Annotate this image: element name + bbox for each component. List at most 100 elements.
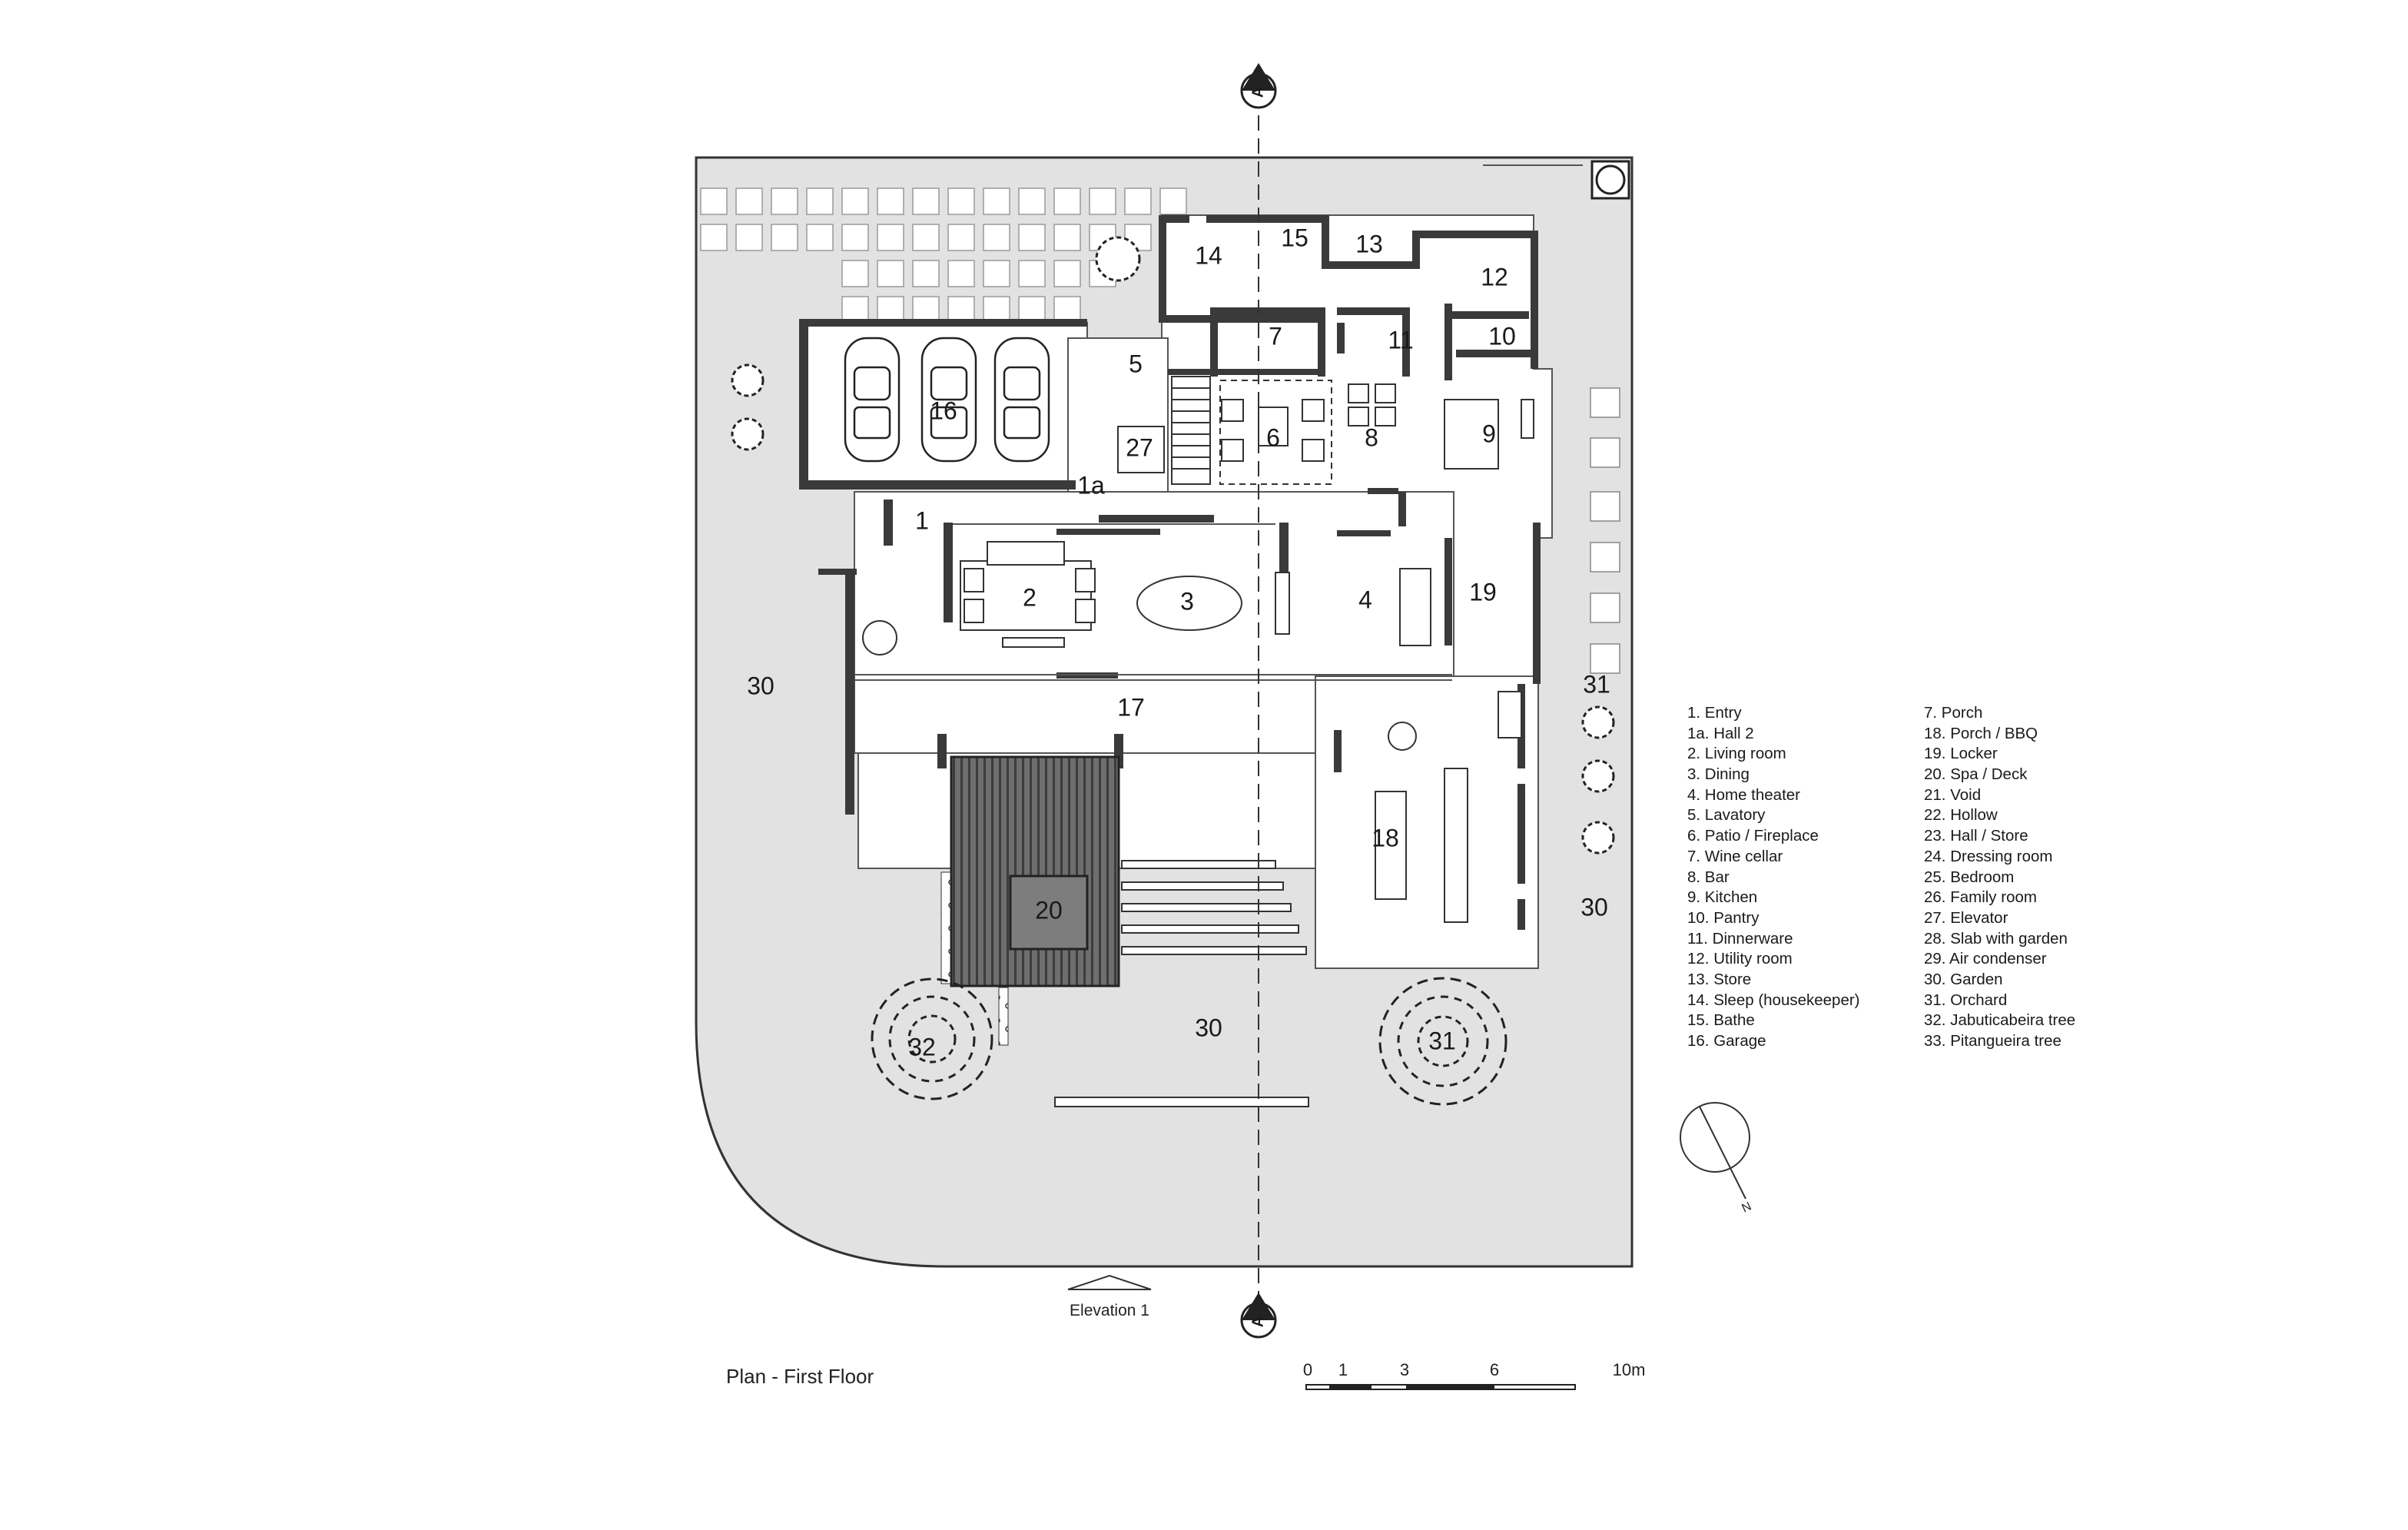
bbq-table — [1375, 691, 1522, 923]
legend-item: 1. Entry — [1687, 704, 1742, 722]
svg-text:N: N — [1740, 1200, 1754, 1215]
legend-item: 25. Bedroom — [1924, 868, 2015, 886]
svg-text:3: 3 — [1400, 1360, 1409, 1379]
garage-cars — [844, 337, 1050, 463]
legend-item: 31. Orchard — [1924, 991, 2008, 1009]
room-label-16: 16 — [930, 397, 957, 424]
tree-orchard — [1378, 977, 1507, 1106]
kitchen-island — [1444, 399, 1534, 470]
car-3 — [993, 337, 1050, 463]
room-label-30-left: 30 — [747, 672, 774, 699]
north-arrow: N — [1680, 1102, 1754, 1216]
legend-item: 4. Home theater — [1687, 785, 1800, 804]
car-1 — [844, 337, 901, 463]
room-label-14: 14 — [1195, 241, 1222, 269]
room-label-7: 7 — [1269, 322, 1282, 350]
legend-item: 30. Garden — [1924, 970, 2003, 988]
svg-text:Elevation 1: Elevation 1 — [1070, 1302, 1149, 1319]
stairs — [1117, 376, 1211, 485]
room-label-30-bottom: 30 — [1195, 1014, 1222, 1041]
section-marker-bottom: A — [1240, 1293, 1277, 1339]
legend-item: 14. Sleep (housekeeper) — [1687, 991, 1860, 1009]
legend-item: 24. Dressing room — [1924, 847, 2053, 865]
legend-item: 32. Jabuticabeira tree — [1924, 1011, 2076, 1030]
room-label-18: 18 — [1371, 824, 1399, 851]
round-tank — [1590, 160, 1630, 200]
legend-item: 15. Bathe — [1687, 1011, 1755, 1030]
legend-item: 23. Hall / Store — [1924, 827, 2028, 845]
svg-text:1: 1 — [1338, 1360, 1348, 1379]
living-furniture — [862, 541, 1242, 655]
room-label-8: 8 — [1365, 423, 1378, 451]
legend-item: 7. Porch — [1924, 704, 1983, 722]
legend-item: 7. Wine cellar — [1687, 847, 1783, 865]
legend-item: 19. Locker — [1924, 745, 1998, 763]
room-labels: 1 1a 2 3 4 5 6 7 8 9 10 11 12 13 14 15 1… — [747, 224, 1610, 1060]
legend-item: 29. Air condenser — [1924, 950, 2047, 968]
room-label-1: 1 — [915, 506, 929, 534]
room-label-30-right: 30 — [1580, 893, 1608, 921]
room-label-4: 4 — [1358, 586, 1372, 613]
room-label-1a: 1a — [1077, 471, 1105, 499]
room-label-11: 11 — [1388, 326, 1413, 353]
room-label-15: 15 — [1281, 224, 1308, 251]
bar-stools — [1348, 383, 1396, 426]
spa-deck — [940, 755, 1120, 1046]
tree-jabuticabeira — [871, 977, 993, 1100]
room-label-3: 3 — [1180, 587, 1194, 615]
small-trees — [731, 236, 1615, 855]
car-2 — [920, 337, 977, 463]
legend-item: 10. Pantry — [1687, 908, 1760, 927]
legend-item: 13. Store — [1687, 970, 1752, 988]
room-label-20: 20 — [1035, 896, 1063, 924]
legend-item: 16. Garage — [1687, 1032, 1766, 1050]
legend-item: 11. Dinnerware — [1687, 929, 1793, 948]
stair-steps — [1121, 860, 1307, 955]
garden-bench — [1054, 1097, 1309, 1107]
room-label-31-right: 31 — [1583, 670, 1610, 698]
svg-text:A: A — [1249, 87, 1266, 98]
legend-item: 20. Spa / Deck — [1924, 765, 2028, 784]
room-label-19: 19 — [1469, 578, 1497, 606]
svg-text:6: 6 — [1490, 1360, 1499, 1379]
legend-item: 33. Pitangueira tree — [1924, 1032, 2061, 1050]
glazing — [854, 164, 1583, 681]
legend-item: 6. Patio / Fireplace — [1687, 827, 1819, 845]
legend-item: 1a. Hall 2 — [1687, 724, 1754, 742]
legend-column-left: 1. Entry 1a. Hall 2 2. Living room 3. Dinin… — [1687, 703, 1941, 1052]
svg-text:0: 0 — [1303, 1360, 1312, 1379]
legend-item: 3. Dining — [1687, 765, 1750, 784]
legend-item: 9. Kitchen — [1687, 888, 1758, 907]
room-label-6: 6 — [1266, 423, 1280, 451]
legend-item: 21. Void — [1924, 785, 1982, 804]
svg-text:10m: 10m — [1613, 1360, 1646, 1379]
legend-item: 28. Slab with garden — [1924, 929, 2068, 948]
room-label-31-bottom: 31 — [1428, 1027, 1456, 1054]
legend-item: 22. Hollow — [1924, 806, 1998, 825]
room-label-10: 10 — [1488, 322, 1516, 350]
room-label-5: 5 — [1129, 350, 1143, 377]
room-label-27: 27 — [1126, 433, 1153, 461]
side-paving-tiles — [1590, 387, 1620, 674]
legend-item: 18. Porch / BBQ — [1924, 724, 2038, 742]
scale-bar: 0 1 3 6 10m — [1303, 1360, 1646, 1390]
section-marker-top: A — [1240, 63, 1277, 109]
legend-item: 5. Lavatory — [1687, 806, 1766, 825]
elevation-marker: Elevation 1 — [1067, 1274, 1152, 1319]
legend-item: 8. Bar — [1687, 868, 1730, 886]
legend-column-right: 7. Porch 18. Porch / BBQ 19. Locker 20. Spa… — [1924, 703, 2177, 1052]
legend-item: 12. Utility room — [1687, 950, 1793, 968]
room-label-9: 9 — [1482, 420, 1496, 447]
room-label-17: 17 — [1117, 693, 1145, 721]
room-label-13: 13 — [1355, 230, 1383, 257]
plan-title: Plan - First Floor — [726, 1365, 874, 1388]
legend-item: 2. Living room — [1687, 745, 1786, 763]
room-label-32: 32 — [908, 1033, 936, 1060]
svg-text:A: A — [1249, 1316, 1266, 1327]
room-label-12: 12 — [1481, 263, 1508, 290]
legend-item: 26. Family room — [1924, 888, 2037, 907]
legend-item: 27. Elevator — [1924, 908, 2008, 927]
room-label-2: 2 — [1023, 583, 1037, 611]
theater-sofa — [1275, 568, 1431, 646]
